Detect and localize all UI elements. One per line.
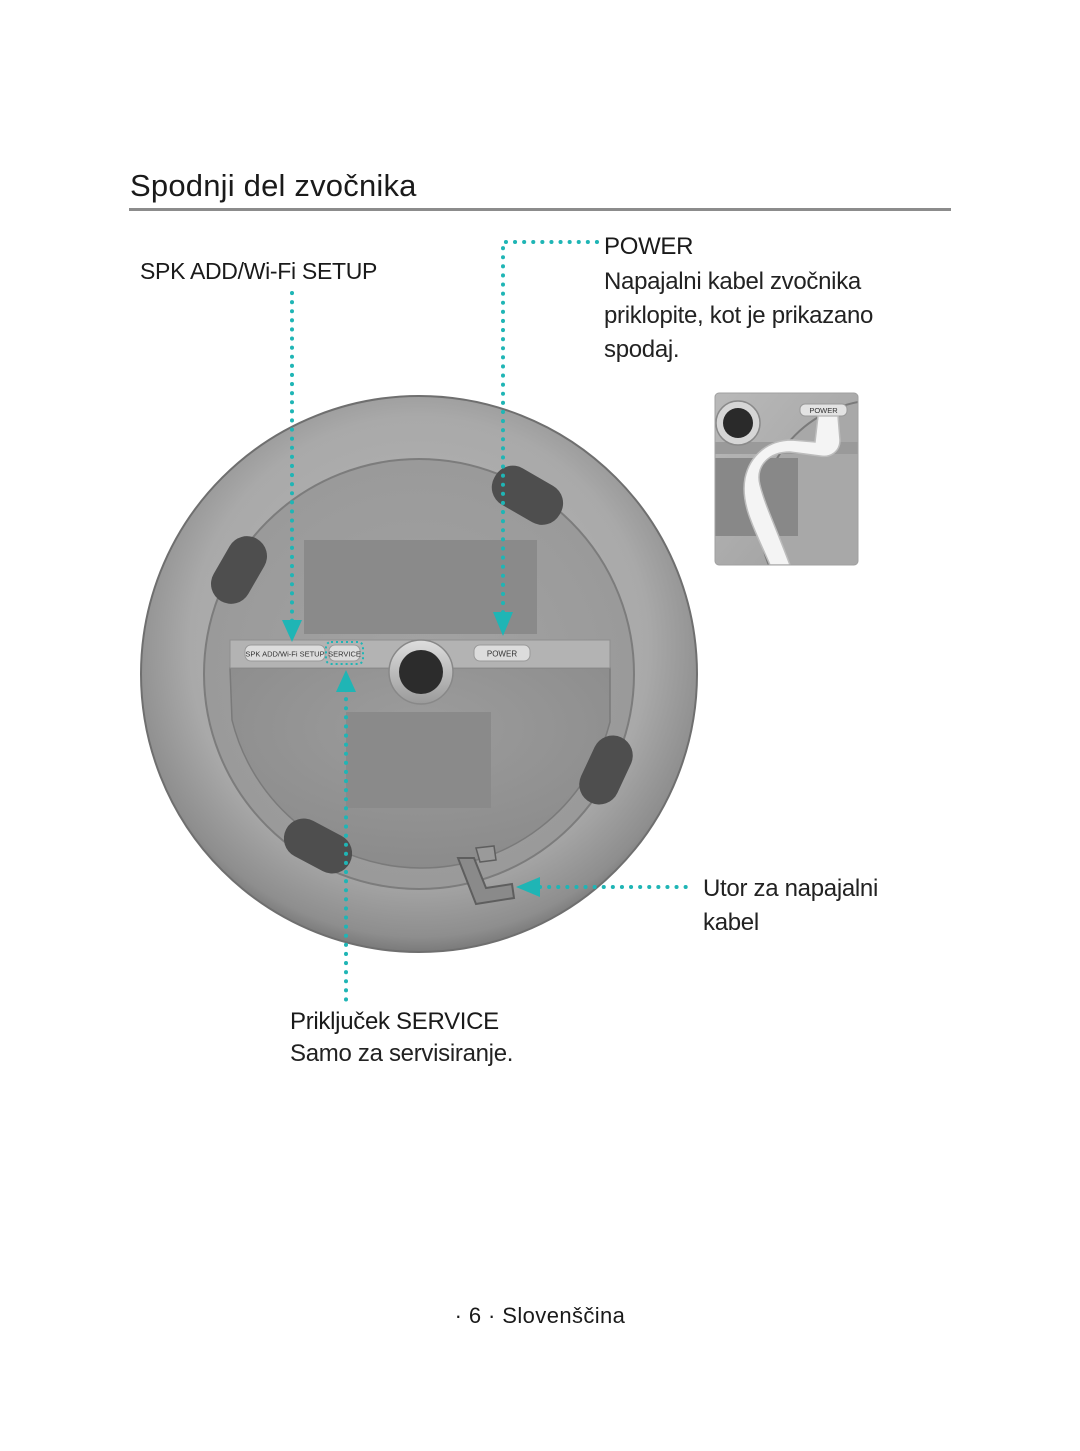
power-cable-inset bbox=[715, 393, 858, 565]
callout-spk-setup-label: SPK ADD/Wi-Fi SETUP bbox=[140, 258, 378, 284]
inset-label-power: POWER bbox=[809, 406, 838, 415]
cable-slot bbox=[456, 857, 516, 906]
device-label-power: POWER bbox=[487, 650, 517, 659]
power-description-line: spodaj. bbox=[604, 336, 680, 363]
callout-cable-slot: Utor za napajalni kabel bbox=[703, 872, 878, 940]
rubber-foot bbox=[211, 536, 267, 604]
device-label-spk-setup: SPK ADD/Wi-Fi SETUP bbox=[245, 650, 324, 659]
inset-frame bbox=[714, 392, 859, 566]
service-highlight bbox=[325, 641, 364, 665]
rubber-foot bbox=[283, 818, 353, 874]
device-label-service: SERVICE bbox=[328, 650, 361, 659]
spk-setup-button bbox=[244, 644, 326, 662]
callout-service-label: Priključek SERVICE bbox=[290, 1008, 499, 1035]
page-footer: · 6 · Slovenščina bbox=[454, 1303, 626, 1328]
rubber-foot bbox=[579, 735, 633, 805]
page-title: Spodnji del zvočnika bbox=[130, 168, 417, 203]
power-description-line: Napajalni kabel zvočnika bbox=[604, 268, 861, 295]
callout-power-label: POWER bbox=[604, 233, 694, 260]
label-plate bbox=[346, 712, 491, 808]
arrow-cable-slot bbox=[516, 877, 540, 897]
service-port bbox=[328, 644, 361, 662]
rubber-foot bbox=[491, 465, 564, 525]
cable-slot-label-line: kabel bbox=[703, 909, 759, 936]
cable-slot-label-line: Utor za napajalni bbox=[703, 875, 879, 902]
arrow-spk-setup bbox=[282, 620, 302, 642]
arrow-service bbox=[336, 670, 356, 692]
cable-slot-clip bbox=[475, 845, 497, 863]
center-socket-hole bbox=[399, 650, 443, 694]
callout-service-description: Samo za servisiranje. bbox=[290, 1040, 514, 1067]
title-divider bbox=[129, 208, 951, 211]
arrow-power bbox=[493, 612, 513, 636]
power-port-label-plate bbox=[473, 644, 531, 662]
power-description-line: priklopite, kot je prikazano bbox=[604, 302, 874, 329]
callout-power-description: Napajalni kabel zvočnika priklopite, kot… bbox=[604, 265, 873, 367]
